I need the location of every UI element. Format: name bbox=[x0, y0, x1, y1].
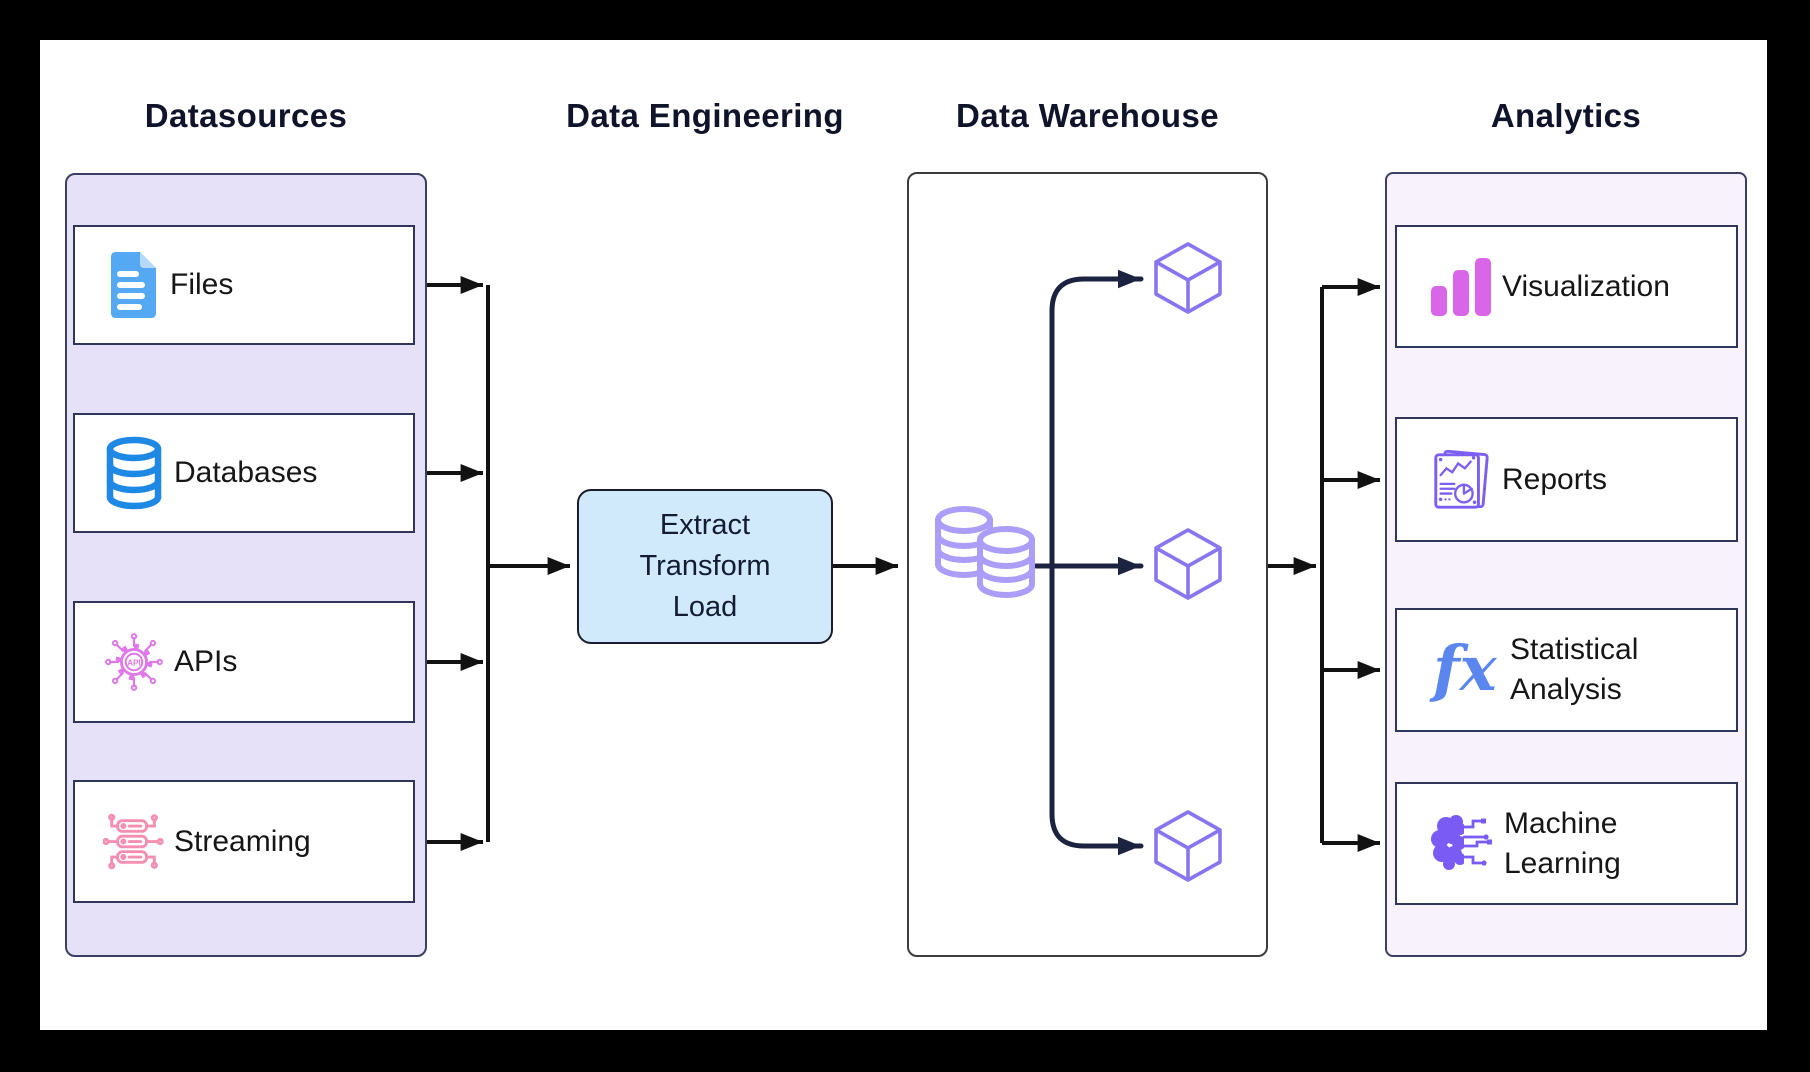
api-gear-icon: API bbox=[105, 633, 163, 691]
node-apis: API APIs bbox=[73, 601, 415, 723]
node-visualization: Visualization bbox=[1395, 225, 1738, 348]
node-label: Statistical Analysis bbox=[1510, 633, 1639, 706]
node-label: Visualization bbox=[1502, 269, 1670, 303]
report-document-icon bbox=[1434, 449, 1489, 509]
file-icon bbox=[111, 252, 156, 318]
node-label: Files bbox=[170, 268, 234, 302]
etl-line: Load bbox=[672, 591, 738, 624]
fx-icon-text: fx bbox=[1429, 632, 1498, 705]
data-mart-cube-icon bbox=[1154, 810, 1222, 882]
fx-function-icon: fx bbox=[1429, 632, 1498, 705]
column-title-datasources: Datasources bbox=[144, 97, 348, 134]
warehouse-database-icon bbox=[935, 506, 1035, 598]
node-machine-learning: Machine Learning bbox=[1395, 782, 1738, 905]
column-title-analytics: Analytics bbox=[1490, 97, 1642, 134]
node-label: Reports bbox=[1502, 462, 1608, 496]
etl-line: Transform bbox=[639, 549, 771, 582]
node-reports: Reports bbox=[1395, 417, 1738, 542]
node-files: Files bbox=[73, 225, 415, 345]
etl-line: Extract bbox=[659, 508, 751, 541]
brain-circuit-icon bbox=[1431, 812, 1495, 875]
api-icon-text: API bbox=[127, 658, 141, 667]
database-icon bbox=[106, 436, 162, 510]
data-mart-cube-icon bbox=[1154, 242, 1222, 314]
column-title-data-engineering: Data Engineering bbox=[566, 97, 844, 134]
node-label: Streaming bbox=[174, 824, 311, 858]
node-statistical-analysis: fx Statistical Analysis bbox=[1395, 608, 1738, 732]
node-streaming: Streaming bbox=[73, 780, 415, 903]
node-label: Machine Learning bbox=[1504, 806, 1621, 880]
bar-chart-icon bbox=[1431, 257, 1491, 316]
node-etl: Extract Transform Load bbox=[577, 489, 833, 644]
node-label: Databases bbox=[174, 456, 318, 490]
node-label: APIs bbox=[174, 645, 238, 679]
data-mart-cube-icon bbox=[1154, 528, 1222, 600]
column-title-data-warehouse: Data Warehouse bbox=[956, 97, 1219, 134]
node-databases: Databases bbox=[73, 413, 415, 533]
stream-server-icon bbox=[103, 813, 164, 869]
